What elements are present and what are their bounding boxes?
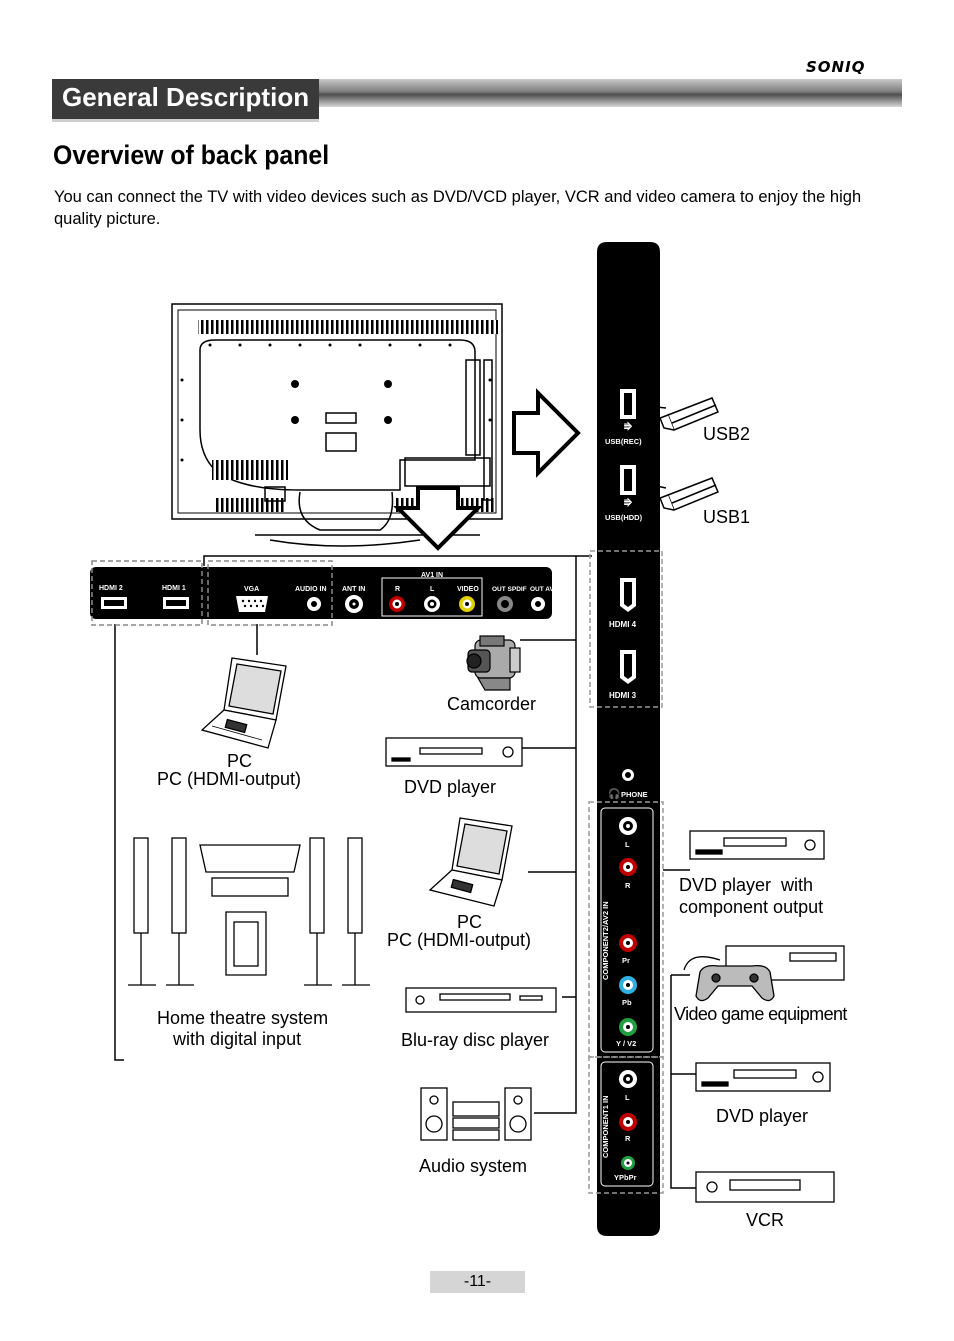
label-dvd-component-sub: component output [679,897,824,917]
port-label-comp2-r: R [625,881,631,890]
label-dvd-player: DVD player [404,777,497,797]
intro-paragraph: You can connect the TV with video device… [54,188,862,228]
laptop-icon [428,817,513,907]
port-label-r: R [395,586,400,593]
section-title: General Description [52,79,320,122]
port-label-comp1-ypbpr: YPbPr [614,1173,637,1182]
brand-logo: SONIQ [806,58,866,76]
port-label-hdmi4: HDMI 4 [609,620,637,629]
port-label-audio-in: AUDIO IN [295,586,327,593]
port-label-l: L [430,586,435,593]
laptop-icon [200,657,287,749]
label-home-theatre: Home theatre system [157,1008,329,1028]
component2-group-label: COMPONENT2/AV2 IN [601,901,610,980]
game-console-icon [683,945,845,1002]
page-title: Overview of back panel [53,140,330,170]
label-dvd-component: DVD player with [679,875,814,895]
label-video-game: Video game equipment [674,1004,847,1024]
label-home-theatre-sub: with digital input [173,1029,302,1049]
port-label-comp1-r: R [625,1134,631,1143]
port-label-out-spdif: OUT SPDIF [492,586,527,593]
port-label-video: VIDEO [457,586,479,593]
port-label-ant-in: ANT IN [342,586,365,593]
port-label-comp2-l: L [625,840,630,849]
usb-stick-icon [659,477,719,511]
audio-system-icon [420,1087,532,1141]
svg-text:⭆: ⭆ [624,421,633,432]
svg-text:🎧: 🎧 [608,787,620,800]
port-label-comp2-pr: Pr [622,956,630,965]
label-pc-mid-hdmi: PC (HDMI-output) [387,930,532,950]
av1-group-label: AV1 IN [421,572,443,579]
usb-stick-icon [659,397,719,431]
port-label-usb-rec: USB(REC) [605,437,642,446]
label-dvd-player-right: DVD player [716,1106,809,1126]
label-pc-top-hdmi: PC (HDMI-output) [157,769,302,789]
port-label-hdmi2: HDMI 2 [99,585,123,592]
port-label-comp2-y-v2: Y / V2 [616,1039,636,1048]
home-theatre-icon [128,837,370,986]
port-label-out-av: OUT AV [530,586,554,593]
svg-text:⭆: ⭆ [624,497,633,508]
port-label-phone: PHONE [621,790,648,799]
side-panel: ⭆ USB(REC) ⭆ USB(HDD) HDMI 4 HDMI 3 🎧 PH… [588,242,664,1236]
label-bluray: Blu-ray disc player [401,1030,550,1050]
vcr-icon [695,1171,835,1203]
camcorder-icon [466,635,521,691]
label-usb2: USB2 [703,424,751,444]
label-pc-top: PC [227,751,253,771]
port-label-vga: VGA [244,586,259,593]
bluray-player-icon [405,987,557,1013]
page-number: -11- [430,1271,525,1293]
label-camcorder: Camcorder [447,694,537,714]
label-vcr: VCR [746,1210,785,1230]
dvd-player-icon [385,737,523,767]
port-label-hdmi1: HDMI 1 [162,585,186,592]
dvd-player-icon [695,1062,831,1092]
dvd-player-icon [689,830,825,860]
label-usb1: USB1 [703,507,751,527]
port-label-usb-hdd: USB(HDD) [605,513,643,522]
label-audio-system: Audio system [419,1156,528,1176]
label-pc-mid: PC [457,912,483,932]
port-label-comp1-l: L [625,1093,630,1102]
arrow-down-icon [393,486,483,551]
port-label-hdmi3: HDMI 3 [609,691,637,700]
bottom-panel: HDMI 2 HDMI 1 VGA AUDIO IN ANT IN AV1 IN… [90,560,554,626]
component1-group-label: COMPONENT1 IN [601,1095,610,1158]
arrow-right-icon [512,388,581,478]
port-label-comp2-pb: Pb [622,998,632,1007]
